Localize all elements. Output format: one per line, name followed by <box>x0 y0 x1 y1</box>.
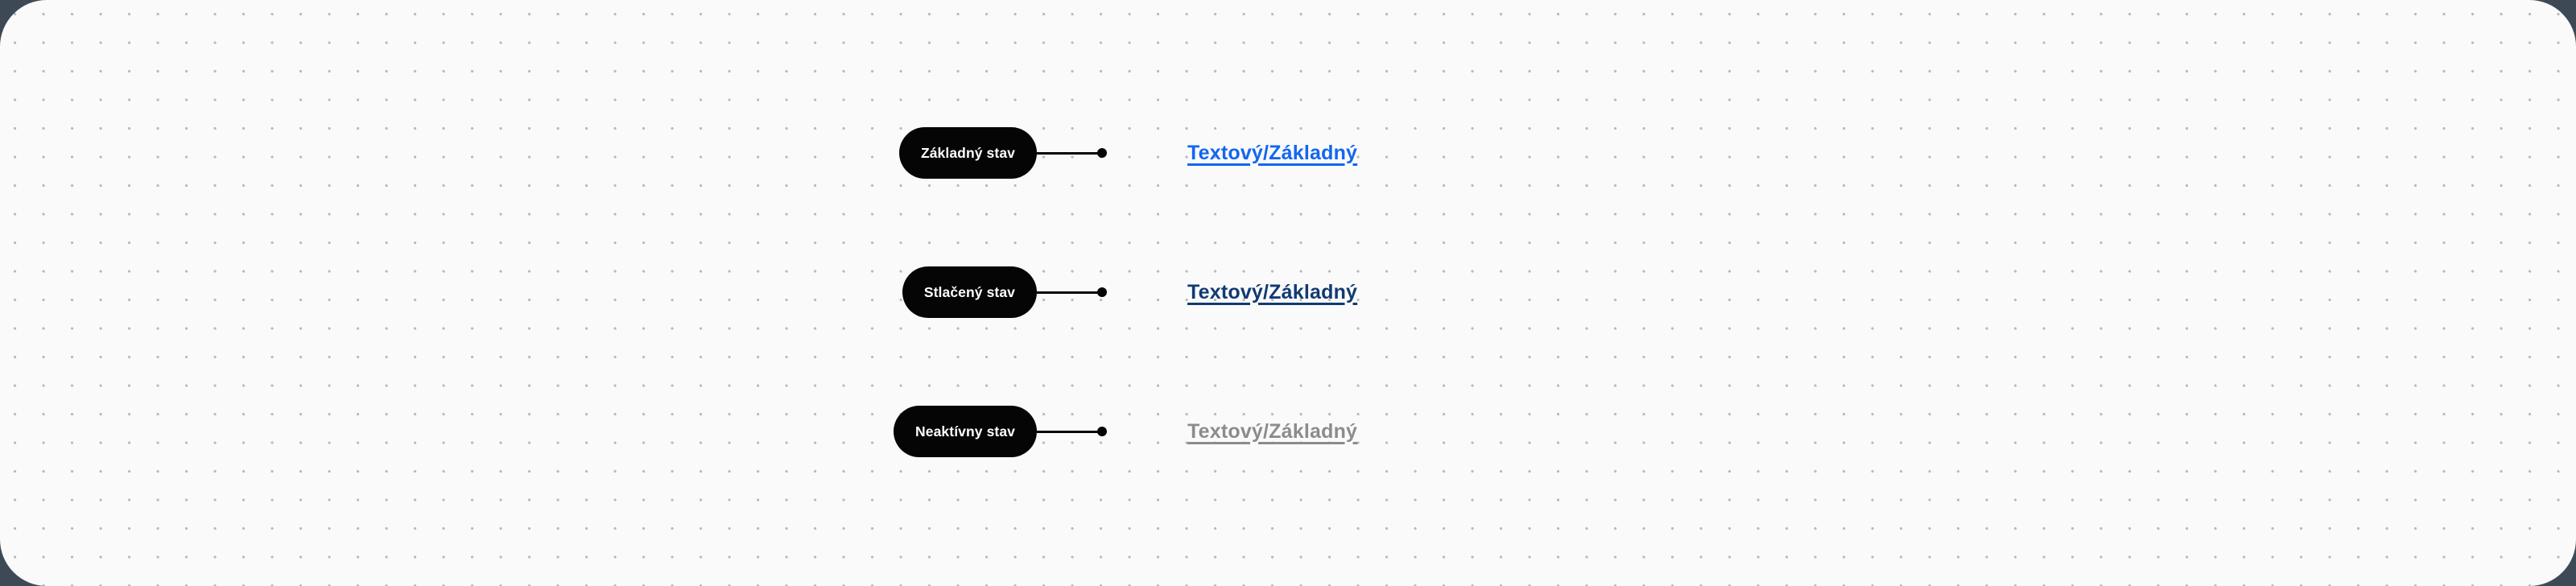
leader-default <box>1037 148 1107 158</box>
leader-disabled <box>1037 427 1107 436</box>
leader-line-icon <box>1037 151 1098 155</box>
annotation-row-default: Základný stav Textový/Základný <box>841 127 1357 179</box>
leader-line-icon <box>1037 291 1098 294</box>
link-sample-default[interactable]: Textový/Základný <box>1187 141 1358 164</box>
annotation-row-disabled: Neaktívny stav Textový/Základný <box>841 406 1357 457</box>
leader-dot-icon <box>1097 148 1107 158</box>
callout-wrap-disabled: Neaktívny stav <box>841 406 1037 457</box>
callout-pill-pressed: Stlačený stav <box>902 266 1037 318</box>
callout-pill-default: Základný stav <box>898 127 1037 179</box>
annotation-row-pressed: Stlačený stav Textový/Základný <box>841 266 1357 318</box>
leader-pressed <box>1037 287 1107 297</box>
leader-dot-icon <box>1097 287 1107 297</box>
callout-wrap-default: Základný stav <box>841 127 1037 179</box>
callout-pill-disabled: Neaktívny stav <box>894 406 1037 457</box>
link-sample-pressed[interactable]: Textový/Základný <box>1187 280 1358 303</box>
leader-line-icon <box>1037 430 1098 433</box>
callout-wrap-pressed: Stlačený stav <box>841 266 1037 318</box>
link-sample-disabled: Textový/Základný <box>1187 419 1358 443</box>
leader-dot-icon <box>1097 427 1107 436</box>
